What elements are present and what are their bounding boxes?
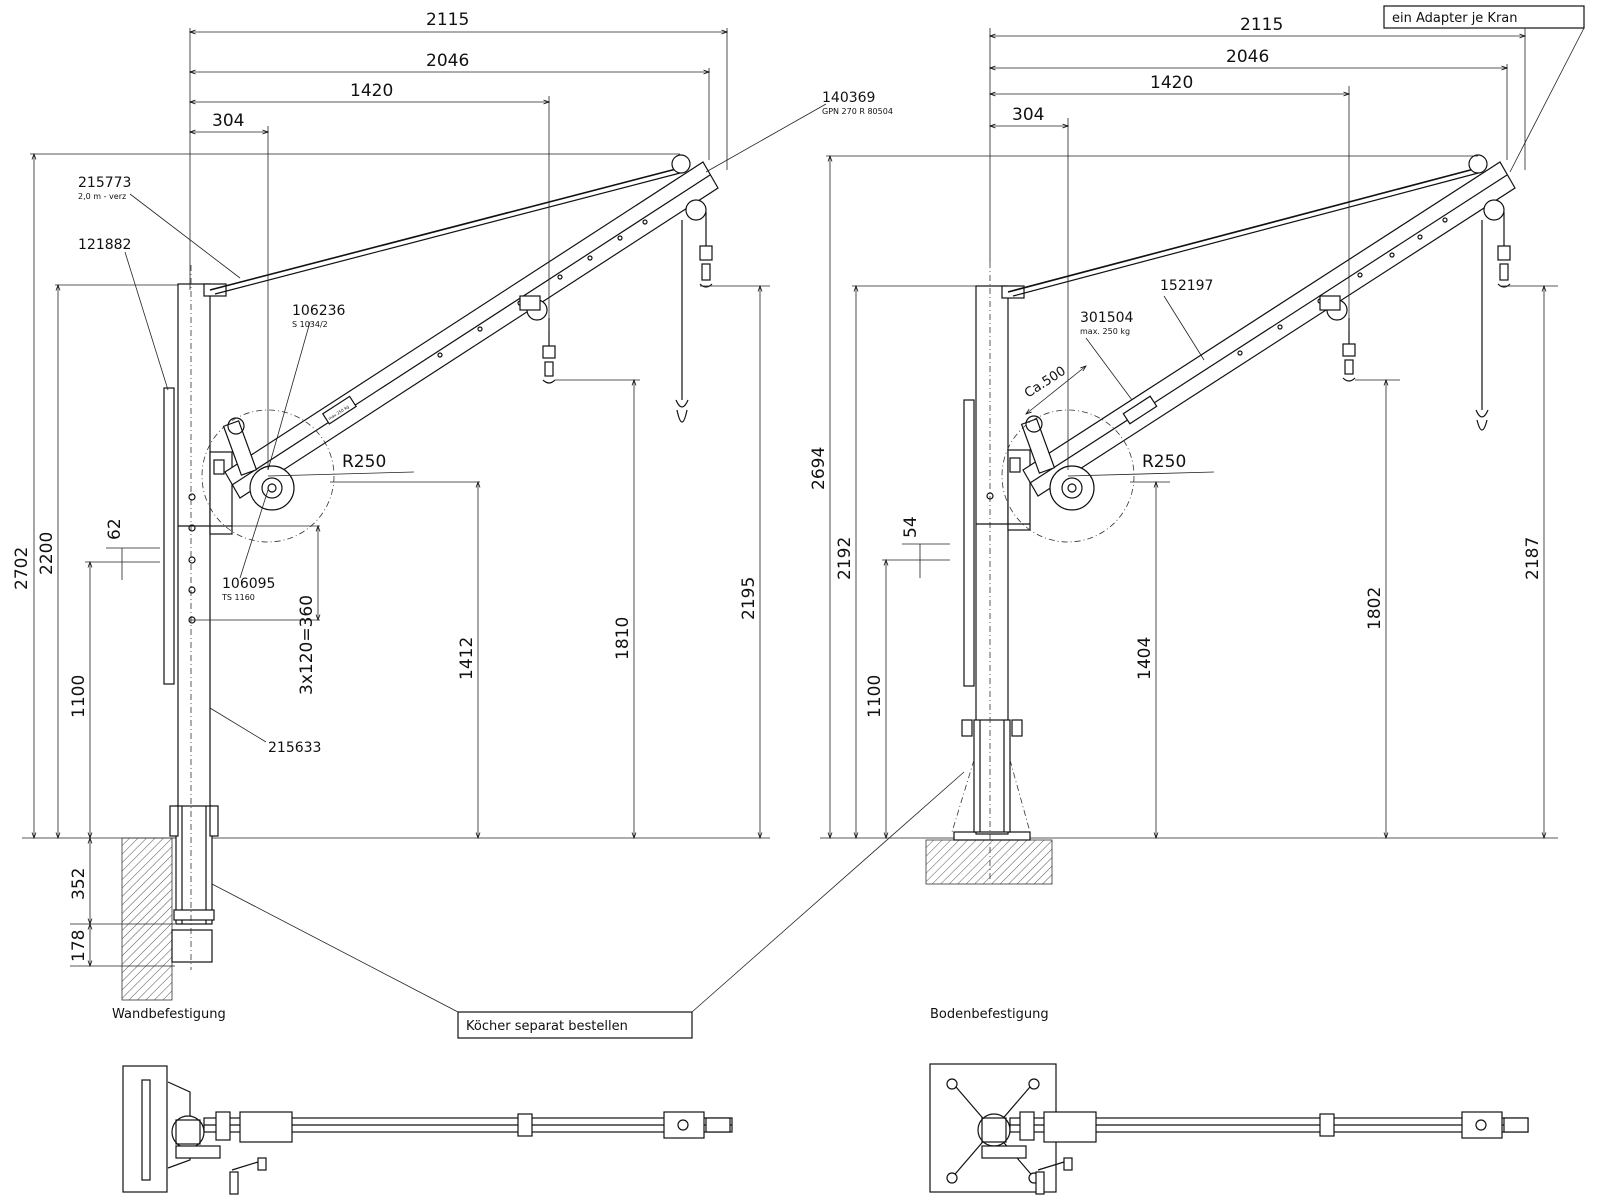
dim-ca500: Ca.500: [1022, 364, 1069, 402]
dim-2694: 2694: [809, 447, 829, 490]
hook-tip: [699, 212, 713, 288]
wall-section: [121, 837, 173, 1001]
hanging-chain: [675, 220, 689, 423]
dim-2046: 2046: [426, 51, 469, 71]
right-plan-view: [929, 1063, 1529, 1195]
boom-tip-sheave: [671, 154, 691, 174]
dim-352: 352: [69, 868, 89, 900]
part-140369-sub: GPN 270 R 80504: [822, 107, 893, 116]
dim-178: 178: [69, 930, 89, 962]
dim-54: 54: [901, 516, 921, 538]
right-floor-mount-view: 2115 2046 1420 304 2694 2192 1100 54 140…: [809, 5, 1585, 1195]
dim-304: 304: [212, 111, 244, 131]
swing-radius-circle: [201, 409, 335, 543]
winch-right: [1020, 415, 1095, 511]
dim-2115: 2115: [426, 10, 469, 30]
dim-2195: 2195: [739, 577, 759, 620]
caption-floor-mount: Bodenbefestigung: [930, 1007, 1049, 1022]
dim-1100-right: 1100: [865, 675, 885, 718]
dim-1412: 1412: [457, 637, 477, 680]
adapter-note-box: [1383, 5, 1585, 29]
dim-2187: 2187: [1523, 537, 1543, 580]
part-121882: 121882: [78, 237, 131, 253]
tie-rod: [209, 167, 681, 291]
part-301504: 301504: [1080, 310, 1134, 326]
dim-1810: 1810: [613, 617, 633, 660]
part-215773: 215773: [78, 175, 131, 191]
wall-plate: [163, 387, 175, 685]
dim-304-right: 304: [1012, 105, 1044, 125]
part-215773-sub: 2,0 m - verz: [78, 192, 126, 201]
boom-holes-right: [1237, 217, 1448, 356]
hook-tip-right: [1497, 212, 1511, 288]
part-106095: 106095: [222, 576, 275, 592]
hanging-chain-right: [1475, 220, 1489, 431]
hook-mid: [542, 318, 556, 384]
dim-1802: 1802: [1365, 587, 1385, 630]
left-wall-mount-view: max 250 kg: [12, 10, 893, 1195]
dim-1404: 1404: [1135, 637, 1155, 680]
dim-62: 62: [105, 518, 125, 540]
dim-1420: 1420: [350, 81, 393, 101]
shared-note: Köcher separat bestellen: [466, 1019, 628, 1034]
dim-2192: 2192: [835, 537, 855, 580]
part-215633: 215633: [268, 740, 321, 756]
part-140369: 140369: [822, 90, 875, 106]
caption-wall-mount: Wandbefestigung: [112, 1007, 226, 1022]
column-post: [177, 283, 211, 837]
part-106095-sub: TS 1160: [221, 593, 255, 602]
note-box: [457, 1011, 693, 1039]
dim-r250: R250: [342, 452, 386, 472]
part-301504-sub: max. 250 kg: [1080, 327, 1130, 336]
boom-holes: [437, 219, 648, 358]
dim-1420-right: 1420: [1150, 73, 1193, 93]
swing-radius-circle-right: [1001, 409, 1135, 543]
tie-rod-right: [1007, 167, 1479, 293]
dim-2046-right: 2046: [1226, 47, 1269, 67]
left-plan-view: [122, 1065, 733, 1195]
adapter-note: ein Adapter je Kran: [1392, 11, 1518, 26]
dim-2115-right: 2115: [1240, 15, 1283, 35]
dim-holes: 3x120=360: [297, 595, 317, 695]
part-106236-sub: S 1034/2: [292, 320, 328, 329]
foundation: [925, 839, 1053, 885]
part-152197: 152197: [1160, 278, 1213, 294]
dim-r250-right: R250: [1142, 452, 1186, 472]
dim-2702: 2702: [12, 547, 32, 590]
dim-2200: 2200: [37, 532, 57, 575]
dim-1100: 1100: [69, 675, 89, 718]
winch: [222, 417, 295, 511]
part-106236: 106236: [292, 303, 346, 319]
